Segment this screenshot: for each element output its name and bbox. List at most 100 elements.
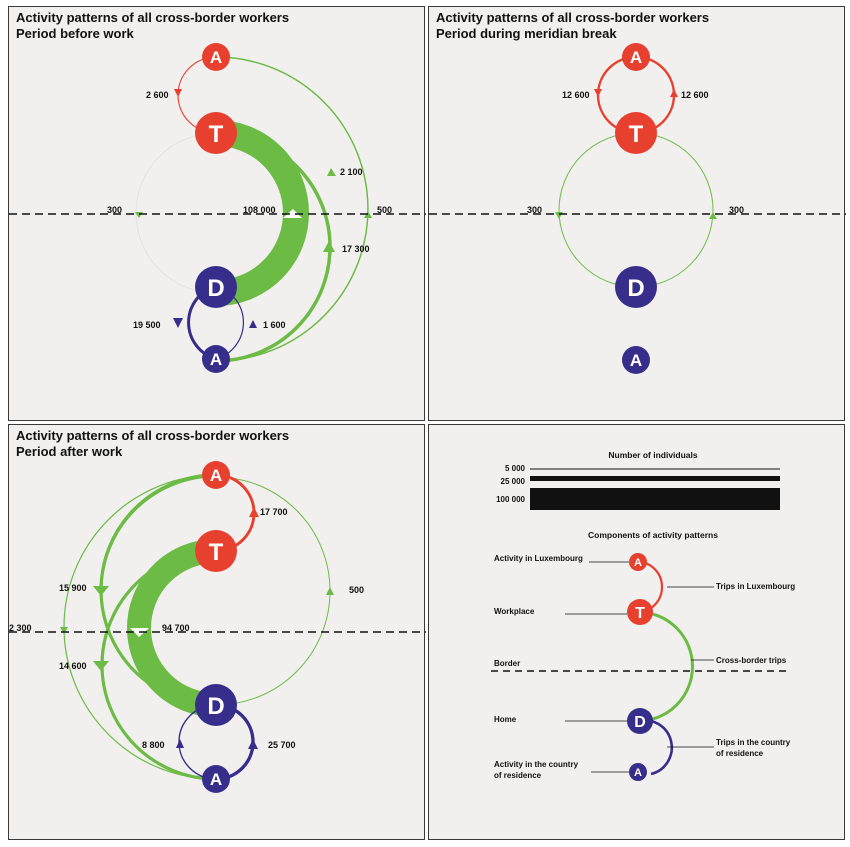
node-activity-luxembourg: A [622,43,650,71]
legend-scale-bar [530,488,780,510]
svg-text:A: A [634,767,642,779]
arrow-up-green [326,587,334,595]
flow-label: 25 700 [268,740,296,750]
node-activity-residence: A [202,765,230,793]
legend-scale-label: 100 000 [496,495,525,504]
legend: Number of individuals 5 000 25 000 100 0… [491,450,795,781]
node-home: D [615,266,657,308]
svg-text:A: A [630,48,642,67]
legend-label-activity-lux: Activity in Luxembourg [494,554,583,563]
arrow-up-green [323,241,335,252]
border-cross-marker [709,212,717,219]
legend-label-trips-res: Trips in the country [716,738,791,747]
flow-label: 17 300 [342,244,370,254]
legend-node-d: D [627,708,653,734]
legend-scale-title: Number of individuals [608,450,698,460]
arrow-up-purple [176,739,184,748]
diagram-after-work: A T D A 17 700 15 900 500 2 300 94 700 1… [9,461,426,793]
flow-label: 500 [377,205,392,215]
arrow-down-red [174,89,182,97]
legend-label-workplace: Workplace [494,607,535,616]
panel-title-line2: Period before work [16,26,134,41]
node-workplace: T [195,530,237,572]
legend-node-t: T [627,599,653,625]
node-activity-residence: A [622,346,650,374]
legend-label-border: Border [494,659,520,668]
legend-label-trips-res-2: of residence [716,749,764,758]
flow-label: 14 600 [59,661,87,671]
flow-loop-green [558,132,714,288]
border-cross-marker [555,212,563,219]
arrow-up-white [283,209,302,218]
panel-before-work: Activity patterns of all cross-border wo… [8,6,426,421]
svg-text:T: T [209,121,224,148]
node-home: D [195,266,237,308]
svg-text:D: D [207,275,224,302]
flow-label: 300 [729,205,744,215]
flow-label: 300 [527,205,542,215]
flow-label: 94 700 [162,623,190,633]
flow-label: 12 600 [681,90,709,100]
svg-text:D: D [627,275,644,302]
arrow-down-green [93,586,109,596]
svg-text:T: T [209,539,224,566]
flow-label: 19 500 [133,320,161,330]
node-activity-residence: A [202,345,230,373]
arrow-down-purple [173,318,183,328]
arrow-up-red [249,507,259,517]
flow-label: 12 600 [562,90,590,100]
faint-loop [135,132,217,294]
svg-text:T: T [629,121,644,148]
flow-label: 1 600 [263,320,286,330]
svg-text:A: A [210,350,222,369]
flow-label: 108 000 [243,205,276,215]
panel-title: Activity patterns of all cross-border wo… [16,428,289,460]
legend-scale-label: 25 000 [501,477,526,486]
panel-title: Activity patterns of all cross-border wo… [16,10,289,42]
panel-title-line2: Period after work [16,444,123,459]
node-workplace: T [615,112,657,154]
svg-text:A: A [210,770,222,789]
flow-label: 8 800 [142,740,165,750]
flow-arc-2100 [215,56,369,362]
svg-text:A: A [634,557,642,569]
legend-label-activity-res: Activity in the country [494,760,579,769]
arrow-up-purple [248,739,258,749]
panel-title-line1: Activity patterns of all cross-border wo… [436,10,710,25]
arrow-down-red [594,89,602,97]
svg-text:D: D [634,714,646,731]
panel-after-work: Activity patterns of all cross-border wo… [8,424,426,840]
node-home: D [195,684,237,726]
border-cross-marker [60,627,68,634]
panel-legend: Number of individuals 5 000 25 000 100 0… [428,424,845,840]
legend-scale-label: 5 000 [505,464,526,473]
arrow-down-green [93,661,109,671]
flow-label: 500 [349,585,364,595]
node-activity-luxembourg: A [202,461,230,489]
diagram-before-work: A T D A 2 600 300 108 000 2 100 500 17 3… [9,43,426,373]
svg-text:D: D [207,693,224,720]
diagram-meridian-break: A T D A 12 600 12 600 300 300 [429,43,846,374]
svg-text:A: A [210,466,222,485]
flow-label: 17 700 [260,507,288,517]
legend-label-cross-border: Cross-border trips [716,656,787,665]
node-activity-luxembourg: A [202,43,230,71]
svg-text:A: A [210,48,222,67]
legend-scale-bar [530,476,780,481]
panel-title: Activity patterns of all cross-border wo… [436,10,709,42]
legend-label-trips-lux: Trips in Luxembourg [716,582,795,591]
panel-title-line2: Period during meridian break [436,26,617,41]
legend-components-title: Components of activity patterns [588,530,718,540]
panel-title-line1: Activity patterns of all cross-border wo… [16,10,290,25]
arrow-up-green [327,168,336,176]
flow-label: 15 900 [59,583,87,593]
svg-text:T: T [635,605,645,622]
legend-label-home: Home [494,715,517,724]
flow-label: 2 100 [340,167,363,177]
legend-node-a-lux: A [629,553,647,571]
legend-node-a-res: A [629,763,647,781]
node-workplace: T [195,112,237,154]
flow-label: 2 300 [9,623,32,633]
flow-label: 300 [107,205,122,215]
